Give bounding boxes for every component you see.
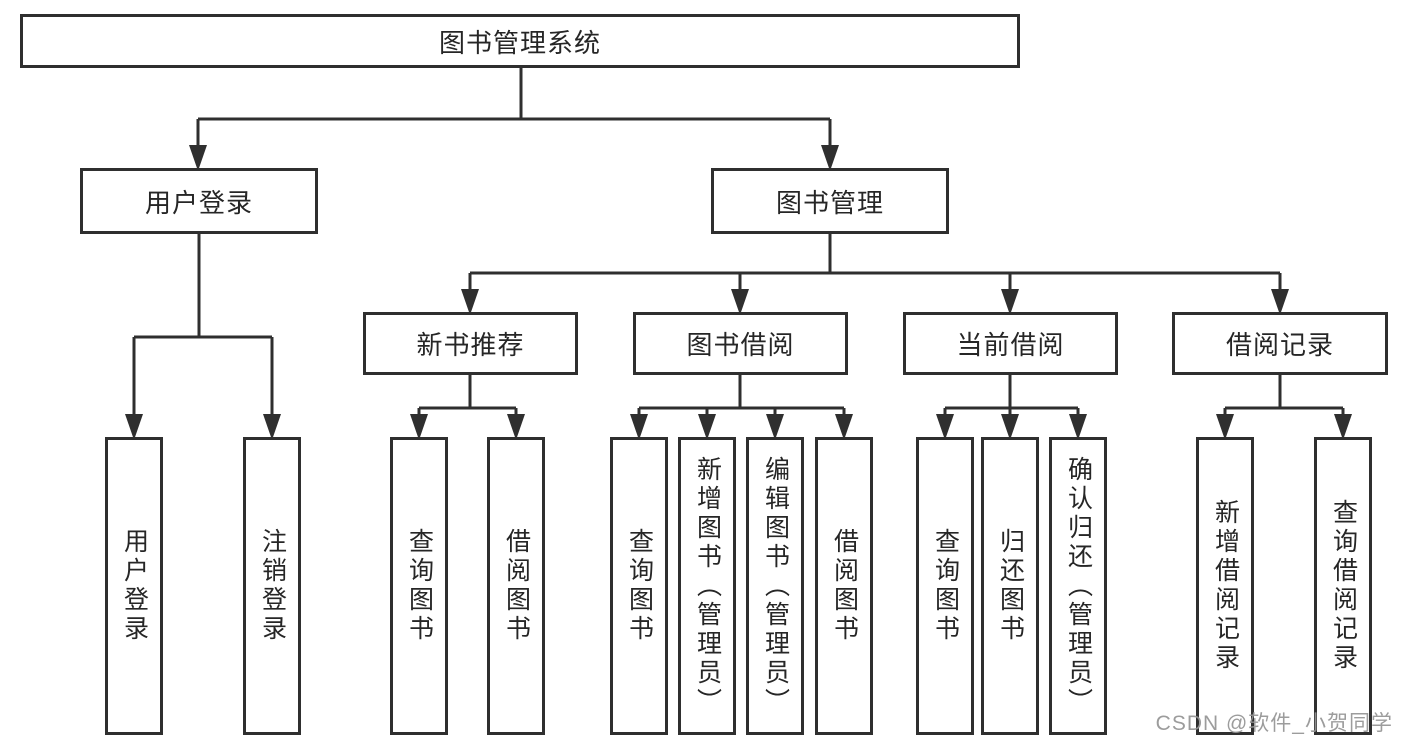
node-book-borrow: 图书借阅 [633,312,848,375]
arrowhead-icon [698,414,716,440]
leaf-borrow-add-books-admin-label: 新增图书（管理员） [693,455,722,717]
leaf-cur-query-books-label: 查询图书 [931,528,960,644]
connector-root-to-level2 [196,67,832,147]
leaf-cur-confirm-return-admin: 确认归还（管理员） [1049,437,1107,735]
node-root-label: 图书管理系统 [438,27,601,58]
arrowhead-icon [1001,414,1019,440]
leaf-borrow-edit-books-admin: 编辑图书（管理员） [746,437,804,735]
leaf-rec-query-books: 查询图书 [390,437,448,735]
node-root: 图书管理系统 [20,14,1020,68]
arrowhead-icon [125,414,143,440]
connector-borrowrecords-to-leaves [1223,374,1345,416]
arrowhead-icon [1271,289,1289,315]
arrowhead-icon [461,289,479,315]
connector-newbookrec-to-leaves [417,374,518,416]
arrowhead-icon [1069,414,1087,440]
connector-currentborrow-to-leaves [943,374,1080,416]
node-current-borrow: 当前借阅 [903,312,1118,375]
node-borrow-records: 借阅记录 [1172,312,1388,375]
connector-bookborrow-to-leaves [637,374,846,416]
watermark: CSDN @软件_小贺同学 [1155,712,1393,735]
node-new-book-recommend: 新书推荐 [363,312,578,375]
leaf-borrow-borrow-books-label: 借阅图书 [830,528,859,644]
arrowhead-icon [263,414,281,440]
arrowhead-icon [410,414,428,440]
arrowhead-icon [1334,414,1352,440]
arrowhead-icon [936,414,954,440]
connector-bookmgmt-to-level3 [468,233,1282,291]
leaf-rec-borrow-books: 借阅图书 [487,437,545,735]
leaf-log-add-record-label: 新增借阅记录 [1211,499,1240,673]
arrowhead-icon [189,145,207,171]
node-user-login: 用户登录 [80,168,318,234]
node-current-borrow-label: 当前借阅 [956,330,1065,360]
leaf-borrow-add-books-admin: 新增图书（管理员） [678,437,736,735]
leaf-user-login-label: 用户登录 [120,528,149,644]
arrowhead-icon [766,414,784,440]
connector-userlogin-to-leaves [132,233,274,416]
leaf-cur-confirm-return-admin-label: 确认归还（管理员） [1064,455,1093,717]
leaf-rec-query-books-label: 查询图书 [405,528,434,644]
leaf-log-query-record-label: 查询借阅记录 [1329,499,1358,673]
arrowheads [125,145,1352,440]
leaf-cur-return-books-label: 归还图书 [996,528,1025,644]
node-book-management: 图书管理 [711,168,949,234]
leaf-logout-label: 注销登录 [258,528,287,644]
node-book-management-label: 图书管理 [775,187,884,218]
arrowhead-icon [630,414,648,440]
arrowhead-icon [507,414,525,440]
leaf-log-add-record: 新增借阅记录 [1196,437,1254,735]
node-new-book-recommend-label: 新书推荐 [416,330,525,360]
arrowhead-icon [821,145,839,171]
arrowhead-icon [1216,414,1234,440]
arrowhead-icon [731,289,749,315]
arrowhead-icon [1001,289,1019,315]
node-borrow-records-label: 借阅记录 [1225,330,1334,360]
leaf-borrow-query-books-label: 查询图书 [625,528,654,644]
leaf-rec-borrow-books-label: 借阅图书 [502,528,531,644]
node-user-login-label: 用户登录 [144,187,253,218]
leaf-borrow-borrow-books: 借阅图书 [815,437,873,735]
arrowhead-icon [835,414,853,440]
leaf-cur-query-books: 查询图书 [916,437,974,735]
leaf-log-query-record: 查询借阅记录 [1314,437,1372,735]
leaf-logout: 注销登录 [243,437,301,735]
leaf-borrow-edit-books-admin-label: 编辑图书（管理员） [761,455,790,717]
leaf-user-login: 用户登录 [105,437,163,735]
leaf-borrow-query-books: 查询图书 [610,437,668,735]
leaf-cur-return-books: 归还图书 [981,437,1039,735]
node-book-borrow-label: 图书借阅 [686,330,795,360]
